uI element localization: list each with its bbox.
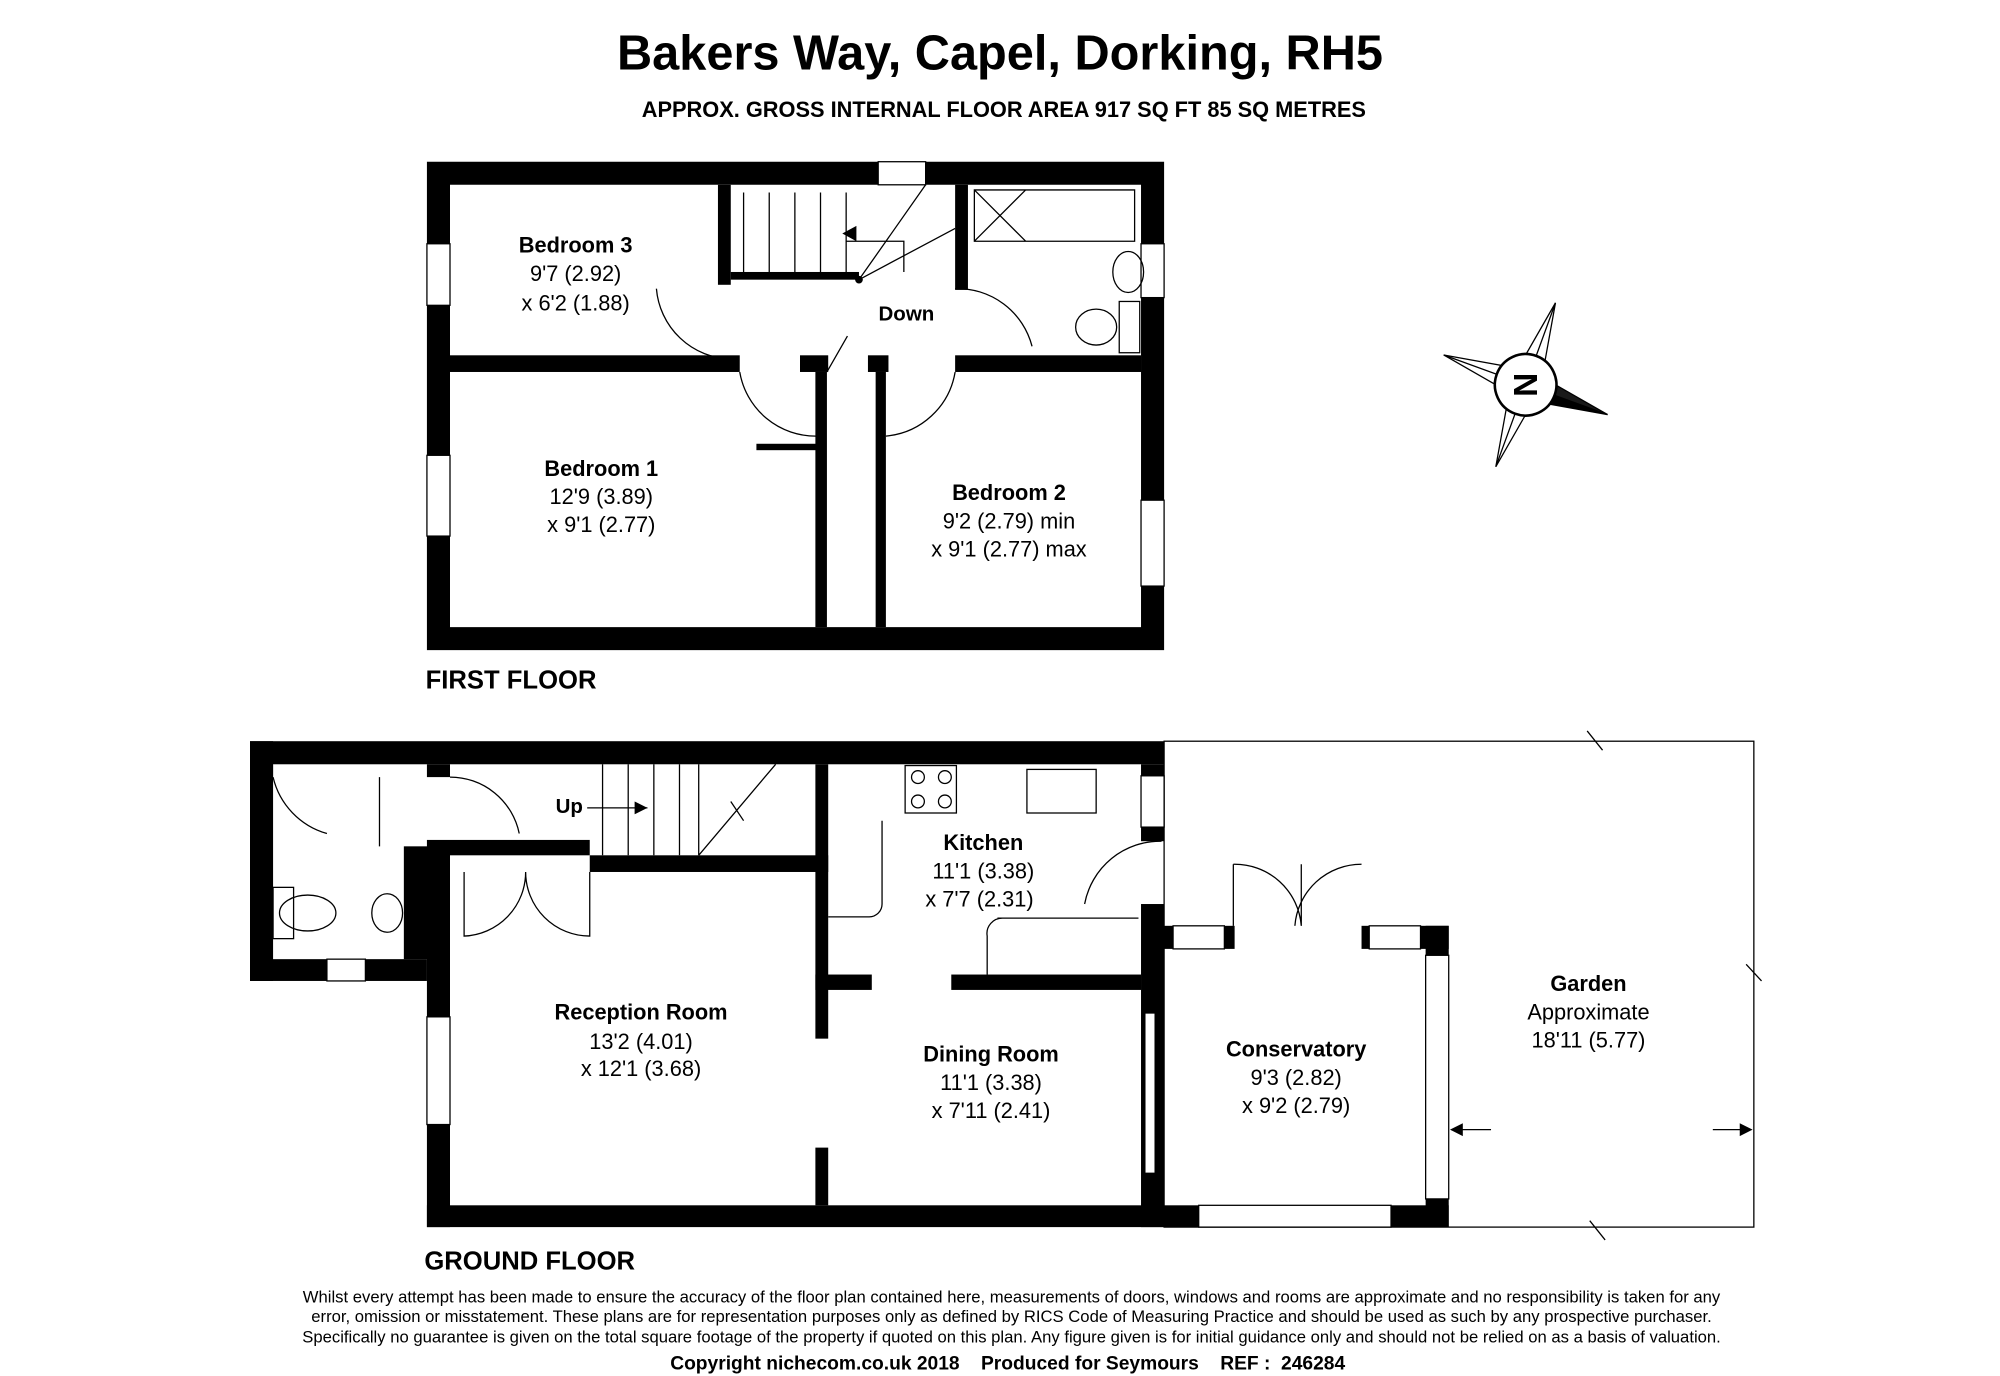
svg-text:x 9'2 (2.79): x 9'2 (2.79) [1242,1093,1350,1118]
svg-text:9'2 (2.79) min: 9'2 (2.79) min [943,508,1075,533]
svg-text:13'2 (4.01): 13'2 (4.01) [589,1029,692,1054]
svg-text:Conservatory: Conservatory [1226,1037,1366,1062]
room-bedroom-2: Bedroom 2 9'2 (2.79) min x 9'1 (2.77) ma… [931,480,1087,561]
svg-text:x 7'11 (2.41): x 7'11 (2.41) [932,1098,1051,1123]
room-reception: Reception Room 13'2 (4.01) x 12'1 (3.68) [554,999,727,1080]
svg-text:9'7 (2.92): 9'7 (2.92) [530,261,621,286]
svg-text:Kitchen: Kitchen [943,830,1023,855]
disclaimer: Whilst every attempt has been made to en… [302,1288,1721,1347]
ground-floor-label: GROUND FLOOR [424,1247,635,1275]
svg-text:Dining Room: Dining Room [923,1042,1059,1067]
svg-text:Whilst every attempt has been: Whilst every attempt has been made to en… [303,1288,1721,1307]
svg-text:Reception Room: Reception Room [554,999,727,1024]
svg-text:9'3 (2.82): 9'3 (2.82) [1250,1065,1341,1090]
north-compass-icon: N [1443,302,1608,468]
svg-text:x 6'2 (1.88): x 6'2 (1.88) [522,290,630,315]
svg-text:x 9'1 (2.77): x 9'1 (2.77) [547,512,655,537]
svg-text:18'11 (5.77): 18'11 (5.77) [1531,1028,1645,1053]
room-bedroom-1: Bedroom 1 12'9 (3.89) x 9'1 (2.77) [544,456,658,537]
svg-text:error, omission or misstatemen: error, omission or misstatement. These p… [311,1307,1712,1326]
floor-area: APPROX. GROSS INTERNAL FLOOR AREA 917 SQ… [642,97,1366,122]
svg-text:12'9 (3.89): 12'9 (3.89) [550,484,653,509]
room-dining: Dining Room 11'1 (3.38) x 7'11 (2.41) [923,1042,1059,1123]
svg-text:Bedroom 2: Bedroom 2 [952,480,1066,505]
ground-floor-plan: Kitchen 11'1 (3.38) x 7'7 (2.31) Recepti… [250,730,1763,1241]
svg-text:x 9'1 (2.77) max: x 9'1 (2.77) max [931,537,1087,562]
svg-text:x 12'1 (3.68): x 12'1 (3.68) [581,1056,701,1081]
room-kitchen: Kitchen 11'1 (3.38) x 7'7 (2.31) [925,830,1034,911]
svg-text:Garden: Garden [1550,971,1626,996]
svg-text:Approximate: Approximate [1527,999,1649,1024]
svg-text:Bedroom 3: Bedroom 3 [519,233,633,258]
stairs-up-label: Up [556,795,583,818]
plan-title: Bakers Way, Capel, Dorking, RH5 [617,26,1383,80]
area-garden: Garden Approximate 18'11 (5.77) [1527,971,1649,1052]
room-conservatory: Conservatory 9'3 (2.82) x 9'2 (2.79) [1226,1037,1366,1118]
svg-text:Bedroom 1: Bedroom 1 [544,456,658,481]
svg-text:11'1 (3.38): 11'1 (3.38) [932,858,1034,883]
stairs-down-label: Down [879,303,935,326]
svg-text:11'1 (3.38): 11'1 (3.38) [940,1070,1042,1095]
svg-text:x 7'7 (2.31): x 7'7 (2.31) [925,887,1033,912]
svg-text:Specifically no guarantee is g: Specifically no guarantee is given on th… [302,1327,1721,1346]
first-floor-plan: Bedroom 3 9'7 (2.92) x 6'2 (1.88) Bedroo… [426,161,1165,651]
room-bedroom-3: Bedroom 3 9'7 (2.92) x 6'2 (1.88) [519,233,633,316]
copyright-footer: Copyright nichecom.co.uk 2018 Produced f… [670,1353,1345,1374]
first-floor-label: FIRST FLOOR [426,667,597,695]
svg-text:N: N [1508,373,1545,397]
